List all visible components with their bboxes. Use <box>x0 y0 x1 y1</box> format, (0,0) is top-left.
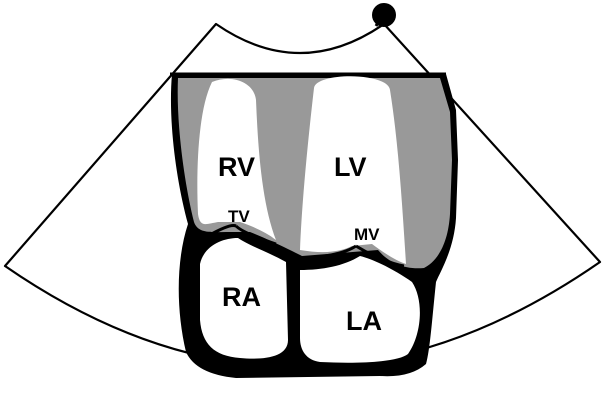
probe-marker-dot <box>372 3 396 27</box>
label-mv: MV <box>354 225 380 244</box>
label-lv: LV <box>334 152 367 182</box>
label-ra: RA <box>222 282 261 312</box>
label-tv: TV <box>228 207 250 226</box>
label-la: LA <box>346 306 382 336</box>
label-rv: RV <box>218 152 255 182</box>
